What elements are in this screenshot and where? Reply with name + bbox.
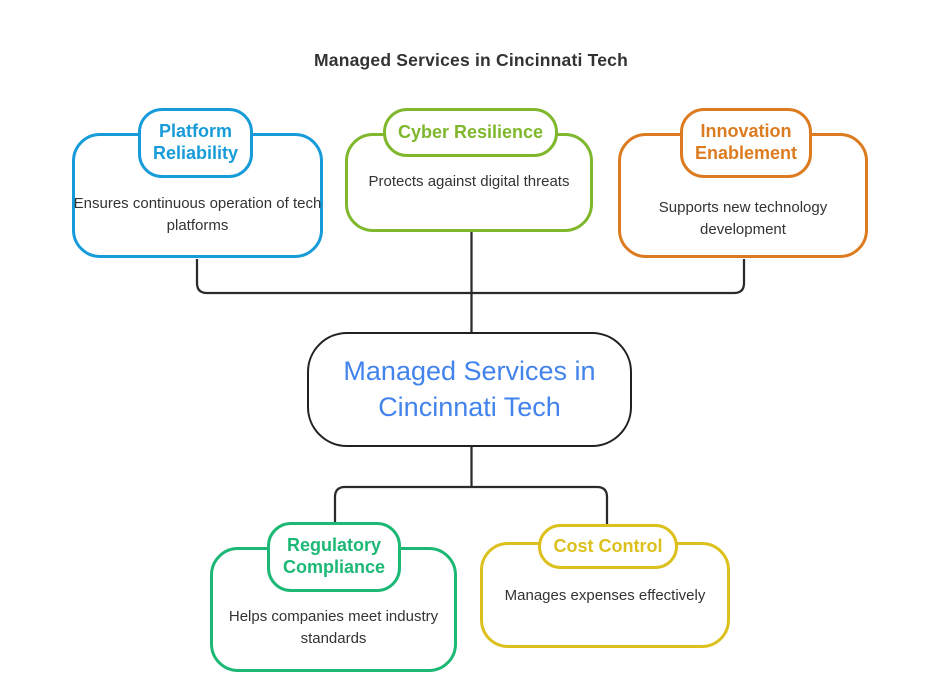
node-desc-cost-control: Manages expenses effectively xyxy=(504,587,706,604)
node-label-regulatory-compliance: Regulatory Compliance xyxy=(267,522,401,592)
node-desc-cyber-resilience: Protects against digital threats xyxy=(368,173,570,190)
center-node: Managed Services in Cincinnati Tech xyxy=(307,332,632,447)
diagram-title: Managed Services in Cincinnati Tech xyxy=(314,50,628,70)
center-node-label: Managed Services in Cincinnati Tech xyxy=(343,356,596,422)
node-desc-regulatory-compliance: Helps companies meet industry standards xyxy=(228,608,439,647)
node-label-platform-reliability: Platform Reliability xyxy=(138,108,253,178)
node-desc-innovation-enablement: Supports new technology development xyxy=(658,199,828,238)
node-label-innovation-enablement: Innovation Enablement xyxy=(680,108,812,178)
node-desc-platform-reliability: Ensures continuous operation of tech pla… xyxy=(73,195,322,234)
connector-bottom-branch xyxy=(333,485,609,524)
node-label-cyber-resilience: Cyber Resilience xyxy=(383,108,558,157)
node-label-cost-control: Cost Control xyxy=(538,524,678,569)
